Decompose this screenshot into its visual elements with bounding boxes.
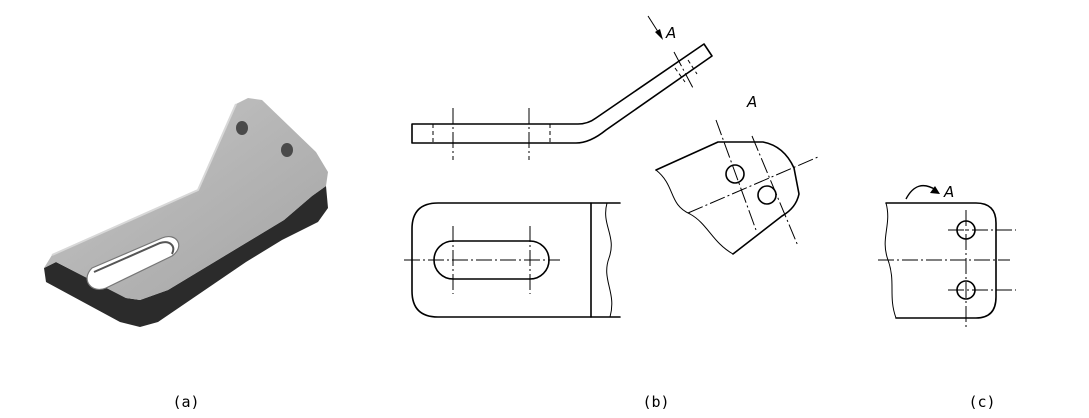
aux-hole-2 <box>757 185 777 205</box>
top-view <box>404 202 621 318</box>
section-arrow-label: A <box>665 24 676 42</box>
part-side-face <box>44 186 328 327</box>
aux-centerline-hole-1 <box>715 119 757 231</box>
isometric-part-view <box>44 98 328 327</box>
rotated-view-label: A <box>943 183 954 201</box>
aux-break-line <box>655 169 734 255</box>
slot-inner-wall <box>93 241 175 273</box>
part-edge-highlight <box>51 103 237 256</box>
small-hole-2 <box>281 143 293 157</box>
front-view: A <box>411 15 713 160</box>
caption-b: (b) <box>642 393 669 411</box>
rotation-arrowhead <box>930 186 940 194</box>
caption-a: (a) <box>172 393 199 411</box>
aux-hole-1 <box>725 164 745 184</box>
break-line <box>605 202 613 318</box>
hidden-hole-edge-1 <box>674 67 686 83</box>
aux-centerline-hole-2 <box>751 135 799 247</box>
view-direction-arrowhead <box>655 29 663 40</box>
auxiliary-view-a: A <box>655 93 819 255</box>
part-top-face <box>44 98 328 300</box>
slot-hole <box>86 236 180 290</box>
rotation-arrow <box>905 184 937 200</box>
rotated-view-outline <box>885 202 997 319</box>
small-hole-1 <box>236 121 248 135</box>
aux-centerline-main <box>687 156 819 214</box>
aux-view-outline <box>655 141 800 255</box>
rotated-view: A <box>878 183 1016 330</box>
hidden-hole-edge-2 <box>687 59 698 75</box>
aux-view-label: A <box>746 93 757 111</box>
centerline-hole-inclined <box>673 51 694 89</box>
front-view-outline <box>411 43 713 144</box>
caption-c: (c) <box>968 393 995 411</box>
